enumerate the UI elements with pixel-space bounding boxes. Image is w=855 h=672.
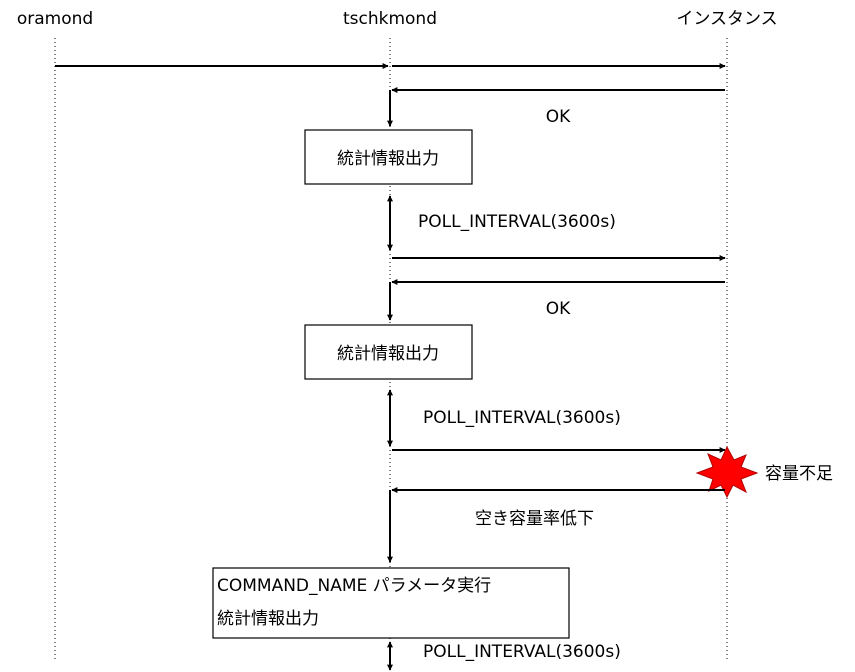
participant-oramond: oramond bbox=[17, 9, 93, 29]
command-line-2: 統計情報出力 bbox=[217, 609, 319, 629]
stats-output-label-1: 統計情報出力 bbox=[337, 149, 439, 169]
poll-interval-label-2: POLL_INTERVAL(3600s) bbox=[423, 408, 621, 428]
red-starburst-icon bbox=[695, 445, 759, 499]
poll-interval-label-3: POLL_INTERVAL(3600s) bbox=[423, 642, 621, 662]
participant-instance: インスタンス bbox=[676, 9, 777, 29]
capacity-shortage-label: 容量不足 bbox=[765, 464, 833, 484]
command-line-1: COMMAND_NAME パラメータ実行 bbox=[217, 576, 491, 596]
ok-label-2: OK bbox=[546, 299, 571, 319]
ok-label-1: OK bbox=[546, 107, 571, 127]
low-free-space-label: 空き容量率低下 bbox=[475, 509, 594, 529]
command-execution-box bbox=[212, 567, 570, 639]
stats-output-label-2: 統計情報出力 bbox=[337, 344, 439, 364]
stats-output-box-2 bbox=[304, 324, 473, 380]
stats-output-box-1 bbox=[304, 129, 473, 185]
participant-tschkmond: tschkmond bbox=[343, 9, 437, 29]
poll-interval-label-1: POLL_INTERVAL(3600s) bbox=[418, 212, 616, 232]
